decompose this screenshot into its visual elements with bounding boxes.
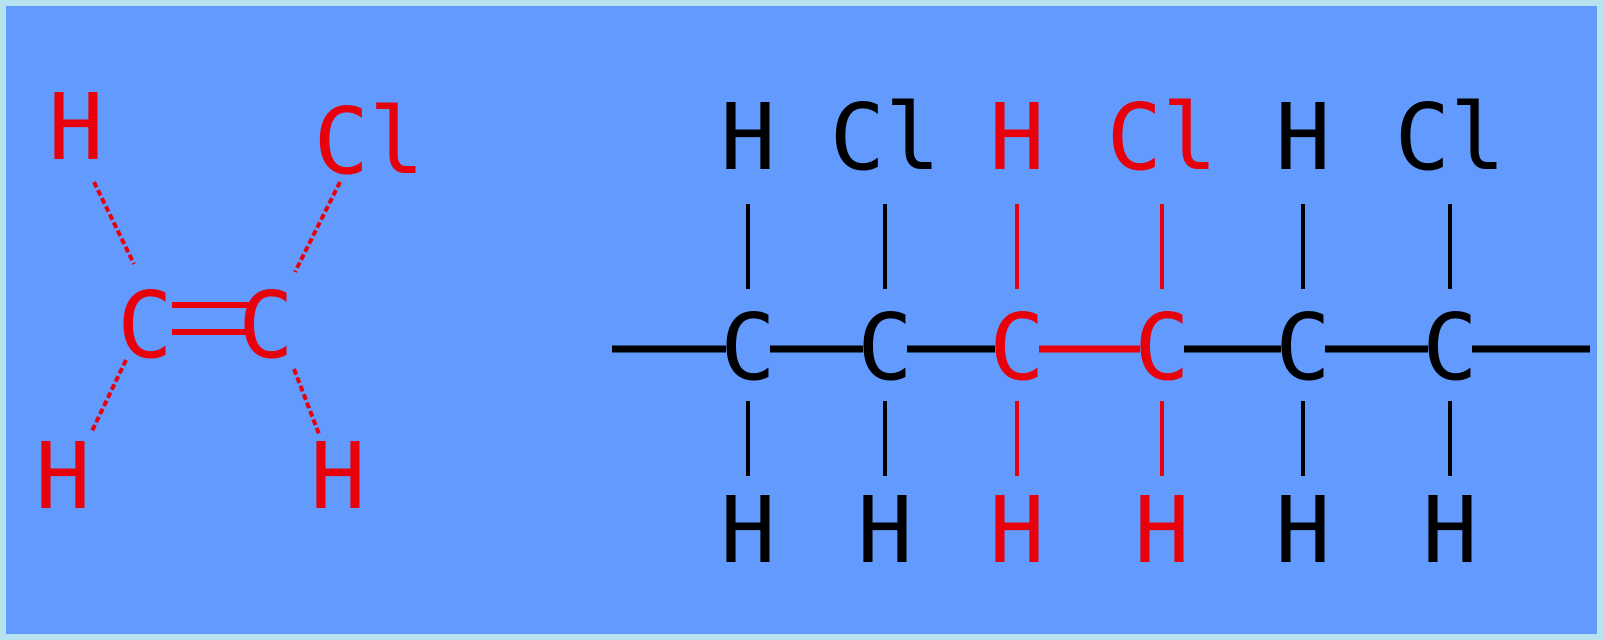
unit-2-top-atom: H (989, 84, 1044, 191)
unit-0-carbon: C (720, 294, 775, 401)
monomer-carbon-left: C (117, 272, 172, 379)
unit-0-top-atom: H (720, 84, 775, 191)
unit-1-bottom-atom: H (857, 477, 912, 584)
unit-3-bottom-atom: H (1134, 477, 1189, 584)
unit-3-carbon: C (1134, 294, 1189, 401)
vinyl-chloride-monomer: H Cl C C H H (35, 74, 424, 530)
unit-5-carbon: C (1422, 294, 1477, 401)
monomer-atom-top-right: Cl (314, 88, 425, 195)
monomer-bond-top-right (293, 181, 342, 273)
unit-1-carbon: C (857, 294, 912, 401)
monomer-bond-bottom-left (90, 359, 128, 432)
unit-4-top-atom: H (1275, 84, 1330, 191)
unit-5-bottom-atom: H (1422, 477, 1477, 584)
monomer-bond-bottom-right (292, 368, 321, 435)
unit-2-bottom-atom: H (989, 477, 1044, 584)
unit-4-carbon: C (1275, 294, 1330, 401)
monomer-atom-bottom-left: H (35, 423, 90, 530)
unit-4-bottom-atom: H (1275, 477, 1330, 584)
monomer-atom-top-left: H (48, 74, 103, 181)
monomer-carbon-right: C (238, 272, 293, 379)
monomer-bond-top-left (92, 181, 136, 265)
monomer-atom-bottom-right: H (310, 423, 365, 530)
unit-1-top-atom: Cl (830, 84, 941, 191)
unit-2-carbon: C (989, 294, 1044, 401)
unit-5-top-atom: Cl (1395, 84, 1506, 191)
unit-0-bottom-atom: H (720, 477, 775, 584)
unit-3-top-atom: Cl (1107, 84, 1218, 191)
